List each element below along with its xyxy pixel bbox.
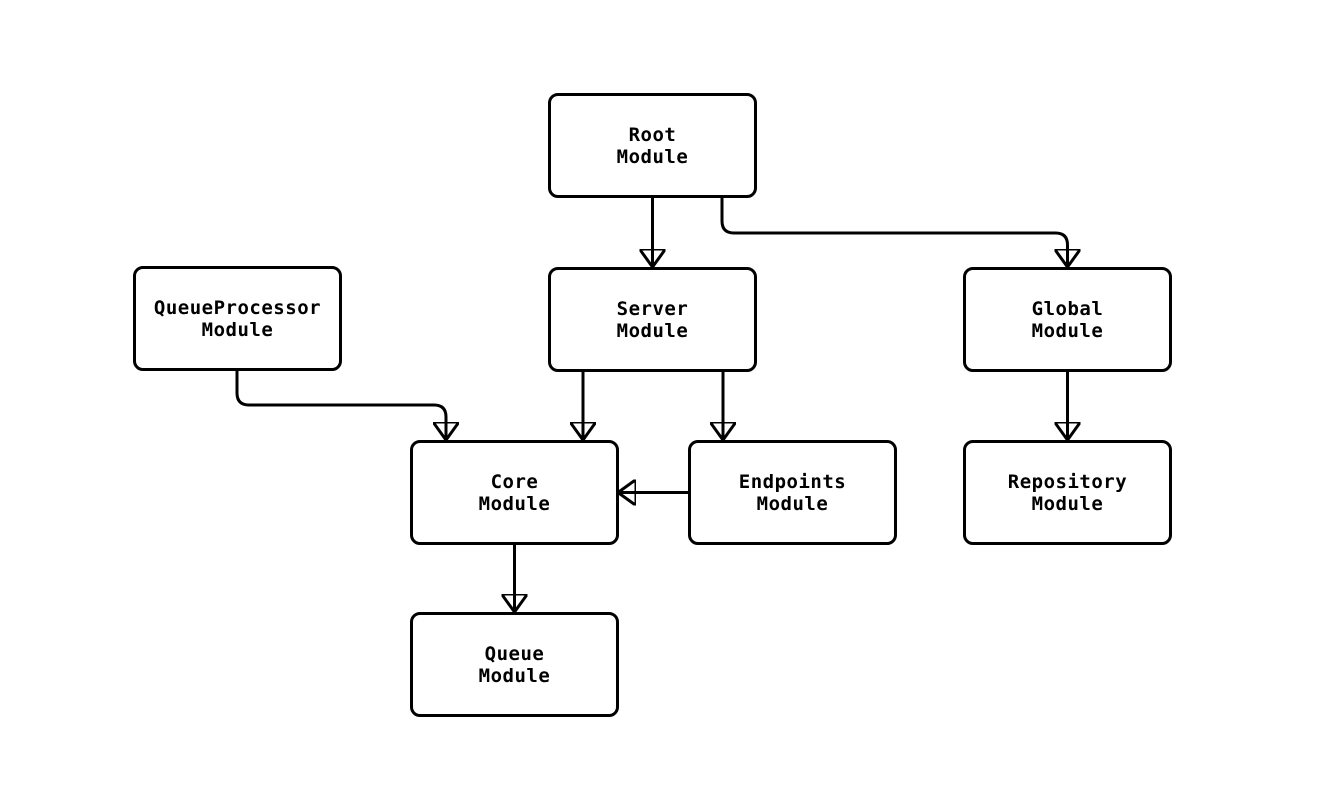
- node-core-module-label: Core Module: [478, 470, 551, 515]
- node-core-module: Core Module: [410, 440, 619, 545]
- edge-root-to-global: [720, 198, 1068, 266]
- node-queue-module-label: Queue Module: [478, 642, 551, 687]
- node-queueprocessor-module: QueueProcessor Module: [133, 266, 342, 371]
- node-queue-module: Queue Module: [410, 612, 619, 717]
- node-root-module: Root Module: [548, 93, 757, 198]
- node-server-module: Server Module: [548, 267, 757, 372]
- edge-queueprocessor-to-core: [235, 371, 446, 439]
- node-repository-module: Repository Module: [963, 440, 1172, 545]
- node-endpoints-module: Endpoints Module: [688, 440, 897, 545]
- node-endpoints-module-label: Endpoints Module: [738, 470, 847, 515]
- node-global-module-label: Global Module: [1031, 297, 1104, 342]
- node-global-module: Global Module: [963, 267, 1172, 372]
- node-queueprocessor-module-label: QueueProcessor Module: [153, 296, 322, 341]
- node-root-module-label: Root Module: [616, 123, 689, 168]
- node-server-module-label: Server Module: [616, 297, 689, 342]
- node-repository-module-label: Repository Module: [1007, 470, 1128, 515]
